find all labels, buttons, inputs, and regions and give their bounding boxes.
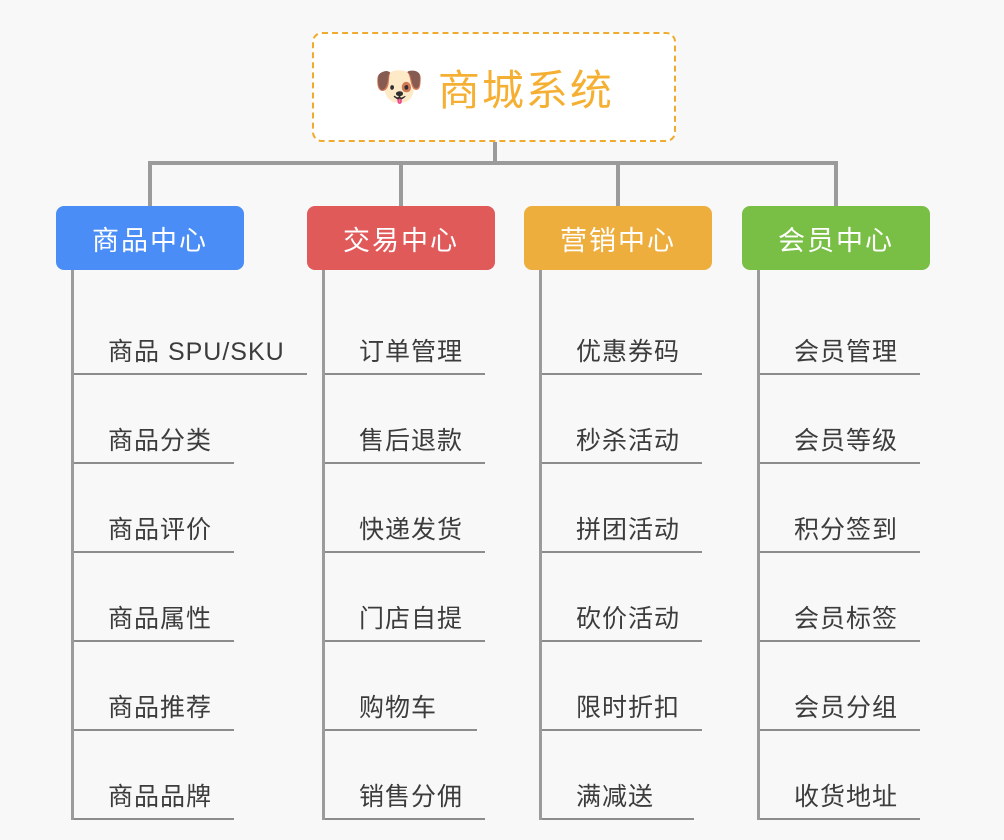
leaf-label: 拼团活动 <box>576 516 681 544</box>
leaf-label: 售后退款 <box>359 427 464 455</box>
category-header-label: 交易中心 <box>343 225 459 256</box>
list-item[interactable]: 限时折扣 <box>542 642 712 731</box>
category-column-1: 商品中心 商品 SPU/SKU 商品分类 商品评价 商品属性 商品推荐 商品品牌 <box>56 206 307 820</box>
category-column-3: 营销中心 优惠券码 秒杀活动 拼团活动 砍价活动 限时折扣 满减送 <box>524 206 712 820</box>
category-header-label: 营销中心 <box>560 225 676 256</box>
leaf-label: 商品评价 <box>108 516 213 544</box>
category-header-3[interactable]: 营销中心 <box>524 206 712 270</box>
leaf-label: 快递发货 <box>359 516 464 544</box>
shiba-dog-face-icon: 🐶 <box>374 65 424 109</box>
connector-drop-3 <box>616 161 620 208</box>
category-header-2[interactable]: 交易中心 <box>307 206 495 270</box>
list-item[interactable]: 商品品牌 <box>74 731 307 820</box>
list-item[interactable]: 秒杀活动 <box>542 375 712 464</box>
leaf-label: 销售分佣 <box>359 783 464 811</box>
leaf-label: 商品推荐 <box>108 694 213 722</box>
list-item[interactable]: 快递发货 <box>325 464 495 553</box>
list-item[interactable]: 积分签到 <box>760 464 930 553</box>
list-item[interactable]: 销售分佣 <box>325 731 495 820</box>
list-item[interactable]: 会员管理 <box>760 286 930 375</box>
connector-horizontal-bus <box>148 161 838 165</box>
list-item[interactable]: 收货地址 <box>760 731 930 820</box>
list-item[interactable]: 拼团活动 <box>542 464 712 553</box>
leaf-label: 满减送 <box>576 783 655 811</box>
list-item[interactable]: 会员标签 <box>760 553 930 642</box>
list-item[interactable]: 售后退款 <box>325 375 495 464</box>
leaf-list-4: 会员管理 会员等级 积分签到 会员标签 会员分组 收货地址 <box>757 270 930 820</box>
list-item[interactable]: 订单管理 <box>325 286 495 375</box>
list-item[interactable]: 满减送 <box>542 731 712 820</box>
list-item[interactable]: 商品分类 <box>74 375 307 464</box>
connector-drop-1 <box>148 161 152 208</box>
list-item[interactable]: 商品评价 <box>74 464 307 553</box>
leaf-label: 商品 SPU/SKU <box>108 338 285 366</box>
category-header-4[interactable]: 会员中心 <box>742 206 930 270</box>
list-item[interactable]: 购物车 <box>325 642 495 731</box>
list-item[interactable]: 门店自提 <box>325 553 495 642</box>
leaf-label: 会员等级 <box>794 427 899 455</box>
leaf-label: 秒杀活动 <box>576 427 681 455</box>
category-header-1[interactable]: 商品中心 <box>56 206 244 270</box>
leaf-label: 商品品牌 <box>108 783 213 811</box>
leaf-label: 会员标签 <box>794 605 899 633</box>
leaf-label: 门店自提 <box>359 605 464 633</box>
leaf-label: 订单管理 <box>359 338 464 366</box>
leaf-label: 购物车 <box>359 694 438 722</box>
leaf-label: 积分签到 <box>794 516 899 544</box>
leaf-label: 砍价活动 <box>576 605 681 633</box>
leaf-label: 收货地址 <box>794 783 899 811</box>
connector-root-stub <box>493 142 497 164</box>
leaf-list-2: 订单管理 售后退款 快递发货 门店自提 购物车 销售分佣 <box>322 270 495 820</box>
list-item[interactable]: 会员分组 <box>760 642 930 731</box>
list-item[interactable]: 商品属性 <box>74 553 307 642</box>
leaf-label: 会员管理 <box>794 338 899 366</box>
connector-drop-4 <box>834 161 838 208</box>
category-header-label: 商品中心 <box>92 225 208 256</box>
root-node[interactable]: 🐶 商城系统 <box>312 32 676 142</box>
connector-drop-2 <box>399 161 403 208</box>
leaf-list-1: 商品 SPU/SKU 商品分类 商品评价 商品属性 商品推荐 商品品牌 <box>71 270 307 820</box>
leaf-list-3: 优惠券码 秒杀活动 拼团活动 砍价活动 限时折扣 满减送 <box>539 270 712 820</box>
category-header-label: 会员中心 <box>778 225 894 256</box>
leaf-label: 限时折扣 <box>576 694 681 722</box>
category-column-2: 交易中心 订单管理 售后退款 快递发货 门店自提 购物车 销售分佣 <box>307 206 495 820</box>
root-title: 商城系统 <box>437 66 614 114</box>
leaf-label: 商品属性 <box>108 605 213 633</box>
leaf-label: 优惠券码 <box>576 338 681 366</box>
category-column-4: 会员中心 会员管理 会员等级 积分签到 会员标签 会员分组 收货地址 <box>742 206 930 820</box>
list-item[interactable]: 商品推荐 <box>74 642 307 731</box>
list-item[interactable]: 砍价活动 <box>542 553 712 642</box>
list-item[interactable]: 优惠券码 <box>542 286 712 375</box>
leaf-label: 商品分类 <box>108 427 213 455</box>
list-item[interactable]: 会员等级 <box>760 375 930 464</box>
list-item[interactable]: 商品 SPU/SKU <box>74 286 307 375</box>
leaf-label: 会员分组 <box>794 694 899 722</box>
